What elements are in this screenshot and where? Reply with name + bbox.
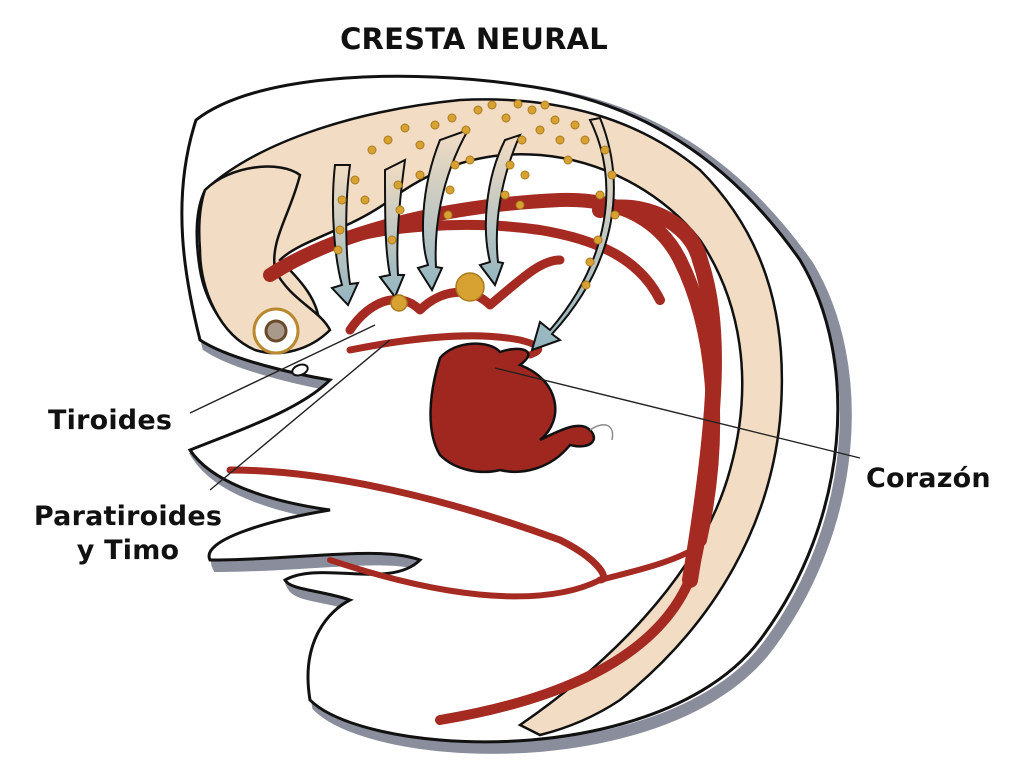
label-paratiroides-line2: y Timo — [76, 535, 180, 566]
label-paratiroides-y-timo: Paratiroides y Timo — [28, 500, 228, 568]
label-paratiroides-line1: Paratiroides — [33, 501, 223, 532]
label-corazon: Corazón — [866, 463, 991, 494]
label-tiroides: Tiroides — [48, 405, 173, 436]
leader-corazon — [494, 367, 861, 459]
leader-tiroides — [189, 324, 376, 414]
head-tissue — [197, 165, 332, 355]
leader-paratiroides — [209, 339, 391, 491]
thyroid-primordium — [390, 294, 408, 312]
crest-arrow-2 — [378, 158, 407, 300]
neural-crest-cells — [333, 99, 620, 290]
crest-arrow-4 — [478, 133, 522, 288]
diagram-title: CRESTA NEURAL — [340, 22, 608, 56]
leader-lines — [189, 324, 861, 491]
parathyroid-primordium — [455, 272, 485, 302]
eye-icon — [252, 307, 300, 355]
crest-arrow-3 — [416, 128, 471, 293]
